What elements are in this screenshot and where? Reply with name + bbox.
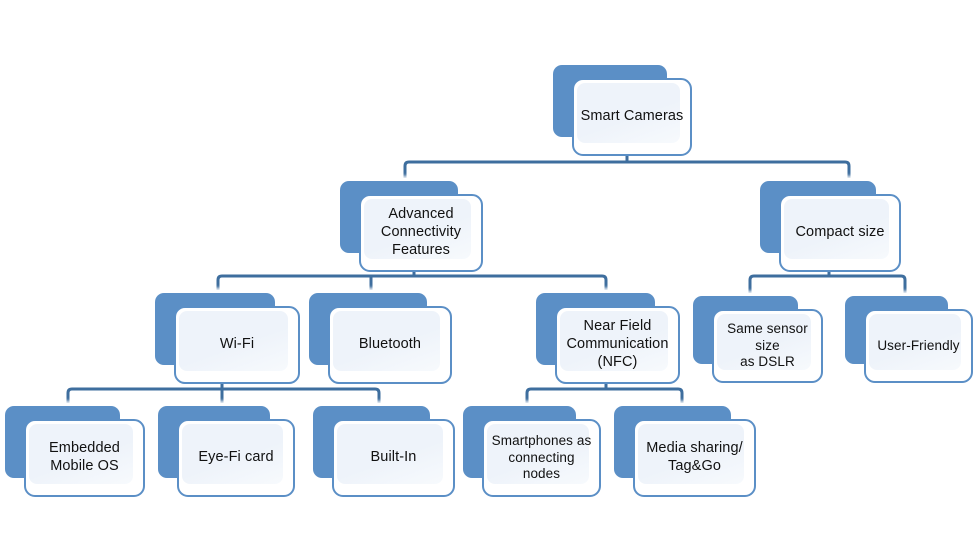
node-inner-panel bbox=[333, 311, 440, 371]
node-wifi[interactable]: Wi-Fi bbox=[152, 290, 300, 384]
node-compact-size[interactable]: Compact size bbox=[757, 178, 901, 272]
node-media-sharing[interactable]: Media sharing/Tag&Go bbox=[611, 403, 756, 497]
node-inner-panel bbox=[638, 424, 744, 484]
node-inner-panel bbox=[487, 424, 589, 484]
edge-bus-level3-left bbox=[216, 274, 608, 287]
node-label-eye-fi-card: Eye-Fi card bbox=[198, 449, 274, 466]
node-built-in[interactable]: Built-In bbox=[310, 403, 455, 497]
node-label-media-sharing: Media sharing/Tag&Go bbox=[646, 440, 743, 474]
node-card: Compact size bbox=[779, 194, 901, 272]
edge-bus-level4-left bbox=[66, 387, 381, 400]
node-inner-panel bbox=[182, 424, 283, 484]
node-inner-panel bbox=[784, 199, 889, 259]
node-card: Smart Cameras bbox=[572, 78, 692, 156]
node-label-wifi: Wi-Fi bbox=[219, 336, 255, 353]
edge-bus-level3-right bbox=[748, 274, 907, 287]
edge-bus-level2 bbox=[403, 160, 851, 175]
node-card: Wi-Fi bbox=[174, 306, 300, 384]
node-card: Media sharing/Tag&Go bbox=[633, 419, 756, 497]
node-bluetooth[interactable]: Bluetooth bbox=[306, 290, 452, 384]
node-label-user-friendly: User-Friendly bbox=[877, 337, 960, 353]
node-label-compact-size: Compact size bbox=[795, 224, 885, 241]
node-eye-fi-card[interactable]: Eye-Fi card bbox=[155, 403, 295, 497]
node-inner-panel bbox=[179, 311, 288, 371]
node-card: Eye-Fi card bbox=[177, 419, 295, 497]
node-smart-cameras[interactable]: Smart Cameras bbox=[550, 62, 692, 156]
node-card: Bluetooth bbox=[328, 306, 452, 384]
node-inner-panel bbox=[364, 199, 471, 259]
node-inner-panel bbox=[717, 314, 811, 370]
node-inner-panel bbox=[560, 311, 668, 371]
node-user-friendly[interactable]: User-Friendly bbox=[842, 293, 973, 383]
node-label-bluetooth: Bluetooth bbox=[358, 336, 422, 353]
node-inner-panel bbox=[869, 314, 961, 370]
node-inner-panel bbox=[337, 424, 443, 484]
node-card: User-Friendly bbox=[864, 309, 973, 383]
edge-bus-level4-right bbox=[525, 387, 684, 400]
node-card: Built-In bbox=[332, 419, 455, 497]
node-inner-panel bbox=[29, 424, 133, 484]
node-label-smart-cameras: Smart Cameras bbox=[580, 108, 684, 125]
node-label-built-in: Built-In bbox=[370, 449, 417, 466]
node-inner-panel bbox=[577, 83, 680, 143]
